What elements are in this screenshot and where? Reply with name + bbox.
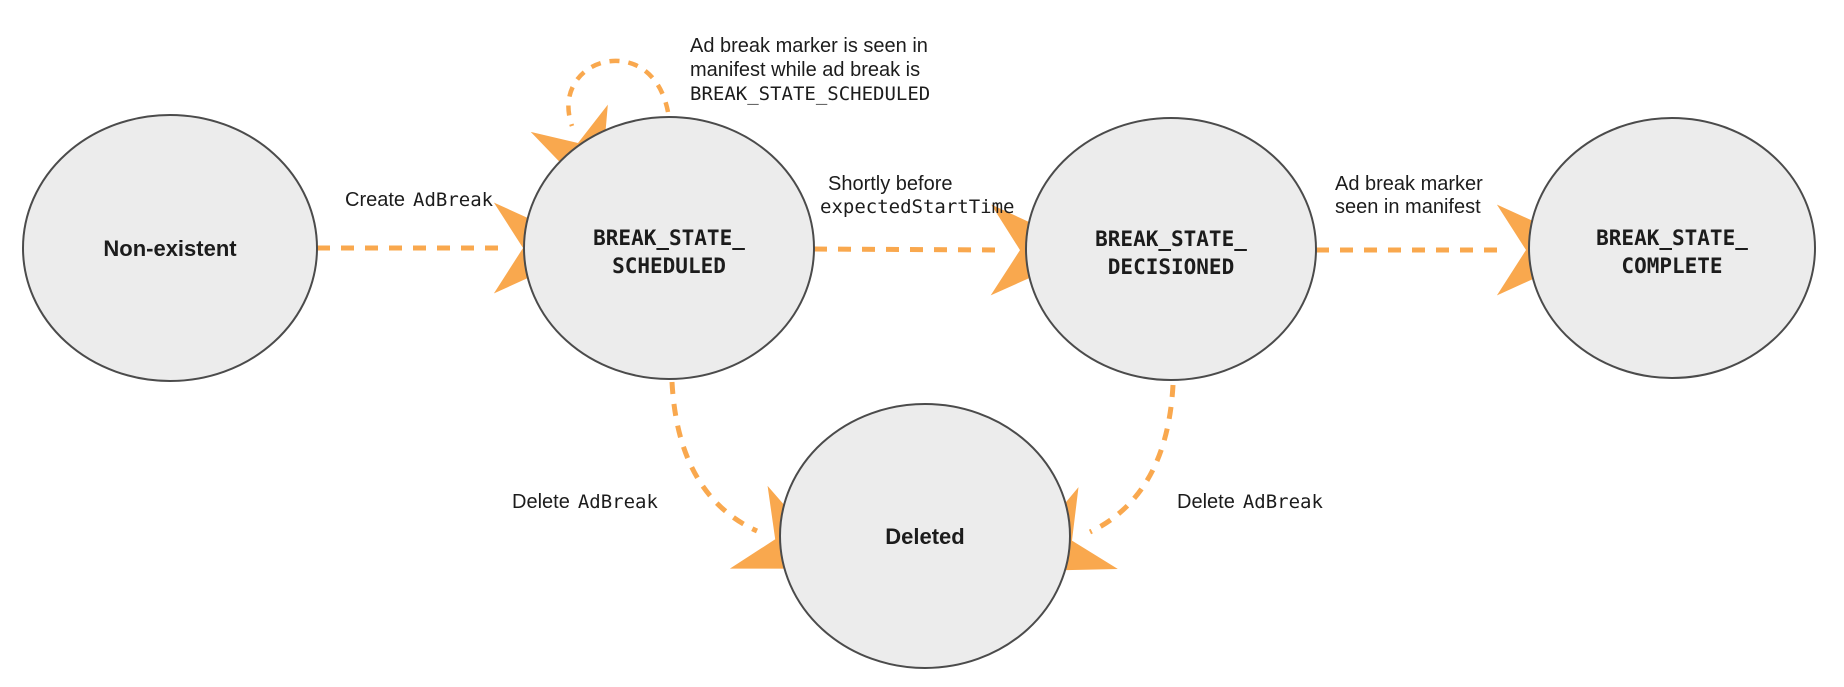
create-adbreak-label: Create AdBreak [345, 189, 494, 211]
to-decisioned-label: Shortly before expectedStartTime [820, 173, 1014, 218]
state-label-deleted: Deleted [885, 524, 964, 549]
state-ellipse [1528, 117, 1816, 379]
delete-from-scheduled-label-code: AdBreak [578, 491, 659, 513]
to-complete-label-line2: seen in manifest [1335, 196, 1481, 218]
state-label-complete-line2: COMPLETE [1621, 254, 1722, 278]
state-ellipse [523, 116, 815, 380]
state-ellipse [1025, 117, 1317, 381]
state-label-scheduled-line2: SCHEDULED [612, 254, 726, 278]
state-node-break-state-scheduled: BREAK_STATE_ SCHEDULED [523, 116, 815, 380]
state-ellipse [22, 114, 318, 382]
transition-to-decisioned-arrow [813, 204, 1091, 296]
delete-from-scheduled-label-text: Delete [512, 491, 570, 513]
state-label-decisioned-line1: BREAK_STATE_ [1095, 227, 1247, 251]
transition-self-loop-arrow [530, 58, 671, 204]
self-loop-label: Ad break marker is seen in manifest whil… [690, 35, 930, 105]
self-loop-label-code: BREAK_STATE_SCHEDULED [690, 83, 930, 105]
create-adbreak-label-code: AdBreak [413, 189, 494, 211]
transition-delete-from-scheduled-arrow [669, 381, 840, 569]
self-loop-label-line2: manifest while ad break is [690, 59, 920, 81]
state-node-break-state-complete: BREAK_STATE_ COMPLETE [1528, 117, 1816, 379]
state-ellipse [779, 403, 1071, 669]
self-loop-label-line1: Ad break marker is seen in [690, 35, 928, 57]
state-label-scheduled-line1: BREAK_STATE_ [593, 226, 745, 250]
to-decisioned-label-line1: Shortly before [828, 173, 953, 195]
delete-from-scheduled-label: Delete AdBreak [512, 491, 658, 513]
to-complete-label: Ad break marker seen in manifest [1335, 173, 1483, 218]
state-node-non-existent: Non-existent [22, 114, 318, 382]
to-complete-label-line1: Ad break marker [1335, 173, 1483, 195]
state-node-break-state-decisioned: BREAK_STATE_ DECISIONED [1025, 117, 1317, 381]
delete-from-decisioned-label-code: AdBreak [1243, 491, 1324, 513]
state-label-complete-line1: BREAK_STATE_ [1596, 226, 1748, 250]
to-decisioned-label-code: expectedStartTime [820, 196, 1014, 218]
state-label-decisioned-line2: DECISIONED [1108, 255, 1234, 279]
delete-from-decisioned-label-text: Delete [1177, 491, 1235, 513]
transition-delete-from-decisioned-arrow [1008, 384, 1176, 572]
delete-from-decisioned-label: Delete AdBreak [1177, 491, 1323, 513]
state-label-non-existent: Non-existent [103, 236, 237, 261]
create-adbreak-label-text: Create [345, 189, 405, 211]
state-node-deleted: Deleted [779, 403, 1071, 669]
